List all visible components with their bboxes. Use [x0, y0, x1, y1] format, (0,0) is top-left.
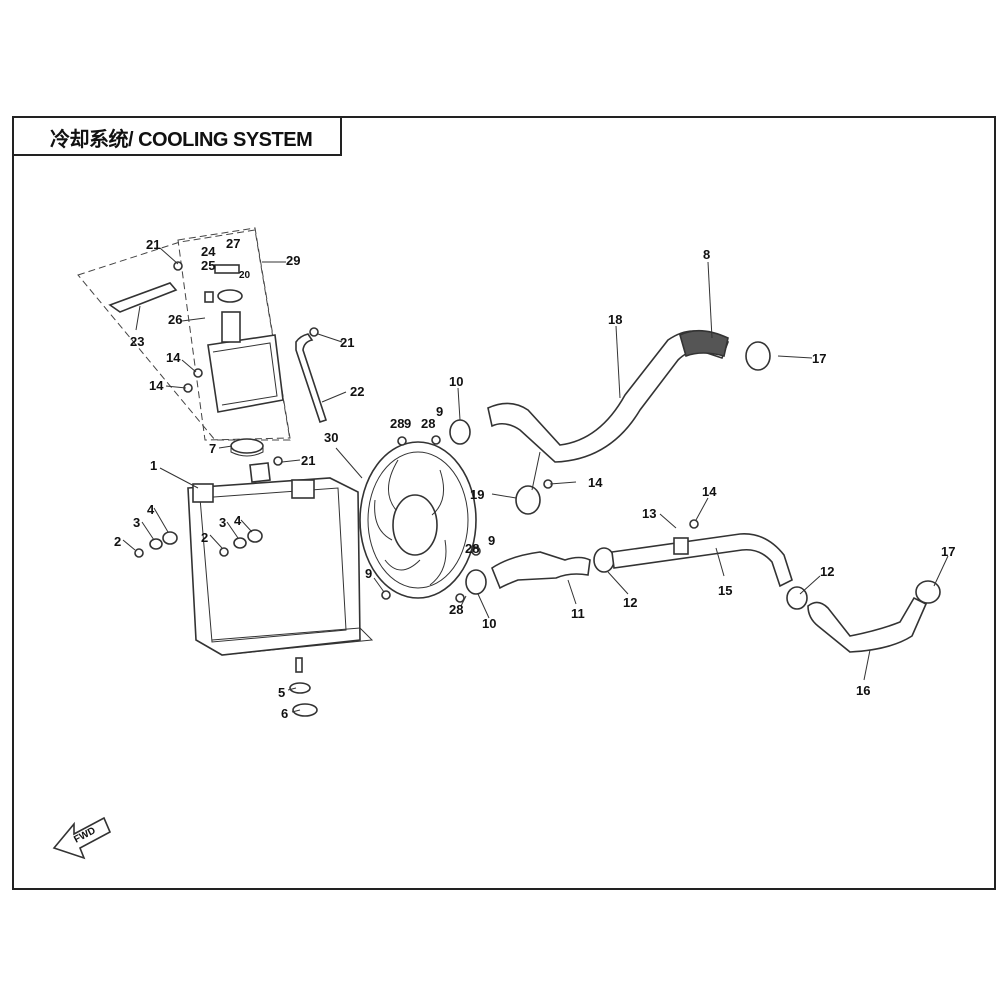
pipe-bracket [673, 537, 689, 555]
callout-13: 13 [642, 506, 656, 521]
callout-1: 1 [150, 458, 157, 473]
callout-29: 29 [286, 253, 300, 268]
callout-2: 2 [201, 530, 208, 545]
bottle-group-outline [77, 229, 291, 441]
radiator-cap [230, 438, 264, 457]
diagram-title: 冷却系统/ COOLING SYSTEM [50, 129, 313, 151]
callout-23: 23 [130, 334, 144, 349]
reservoir-bracket [108, 282, 178, 313]
cooling-fan [359, 441, 477, 599]
radiator [187, 462, 374, 656]
callout-9: 9 [365, 566, 372, 581]
clamp-10-lower [465, 569, 487, 595]
overflow-hose [295, 333, 328, 424]
callout-14: 14 [149, 378, 164, 393]
callout-9: 9 [404, 416, 411, 431]
callout-15: 15 [718, 583, 732, 598]
diagram-frame [12, 116, 996, 890]
callout-21: 21 [301, 453, 315, 468]
clamp-19 [515, 485, 541, 515]
callout-14: 14 [166, 350, 181, 365]
callout-28: 28 [449, 602, 463, 617]
callout-10: 10 [449, 374, 463, 389]
callout-28: 28 [421, 416, 435, 431]
callout-14: 14 [702, 484, 717, 499]
callout-14: 14 [588, 475, 603, 490]
callout-3: 3 [133, 515, 140, 530]
reservoir-cap-27 [214, 264, 240, 274]
callout-2: 2 [114, 534, 121, 549]
forward-direction-arrow: FWD [52, 816, 112, 860]
leader-lines [122, 247, 949, 713]
callout-26: 26 [168, 312, 182, 327]
hose-8 [679, 329, 729, 358]
callout-12: 12 [623, 595, 637, 610]
title-box [12, 116, 342, 156]
callout-24: 24 [201, 244, 216, 259]
callout-3: 3 [219, 515, 226, 530]
clamp-10-upper [449, 419, 471, 445]
coolant-reservoir [207, 289, 284, 413]
callout-22: 22 [350, 384, 364, 399]
drain-plug [289, 657, 318, 717]
callout-9: 9 [488, 533, 495, 548]
lower-hose-16 [807, 596, 928, 653]
callout-7: 7 [209, 441, 216, 456]
upper-hose [487, 330, 730, 463]
callout-21: 21 [146, 237, 160, 252]
callout-20: 20 [239, 270, 251, 281]
clamp-17-upper [745, 341, 771, 371]
callout-18: 18 [608, 312, 622, 327]
callout-16: 16 [856, 683, 870, 698]
clamp-12-a [593, 547, 615, 573]
callout-25: 25 [201, 258, 215, 273]
callout-17: 17 [941, 544, 955, 559]
callout-11: 11 [571, 606, 585, 621]
coolant-pipe-15 [611, 533, 793, 588]
callout-21: 21 [340, 335, 354, 350]
callout-9: 9 [436, 404, 443, 419]
callout-8: 8 [703, 247, 710, 262]
callout-6: 6 [281, 706, 288, 721]
callout-4: 4 [234, 513, 242, 528]
callout-10: 10 [482, 616, 496, 631]
clamp-17-lower [915, 580, 941, 604]
callout-5: 5 [278, 685, 285, 700]
callout-28: 28 [390, 416, 404, 431]
fasteners [134, 261, 699, 603]
callout-labels: 1 2 2 3 3 4 4 5 6 7 8 9 9 9 9 10 10 11 1… [114, 236, 955, 721]
callout-12: 12 [820, 564, 834, 579]
fitting-26 [204, 291, 214, 303]
callout-27: 27 [226, 236, 240, 251]
callout-17: 17 [812, 351, 826, 366]
callout-19: 19 [470, 487, 484, 502]
callout-30: 30 [324, 430, 338, 445]
callout-28: 28 [465, 541, 479, 556]
lower-hose-11 [491, 551, 591, 590]
callout-4: 4 [147, 502, 155, 517]
